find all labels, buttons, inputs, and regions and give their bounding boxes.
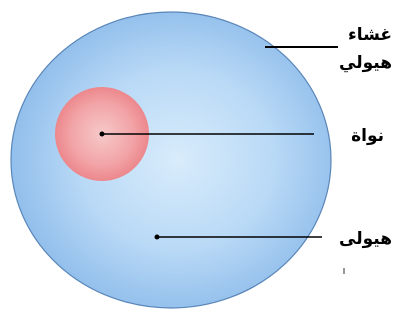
cell-body xyxy=(11,12,331,308)
membrane-label-line2: هيولي xyxy=(339,53,392,73)
cytoplasm-label: هيولى xyxy=(339,229,392,249)
membrane-label-line1: غشاء xyxy=(348,25,392,45)
nucleus-label: نواة xyxy=(351,126,384,146)
